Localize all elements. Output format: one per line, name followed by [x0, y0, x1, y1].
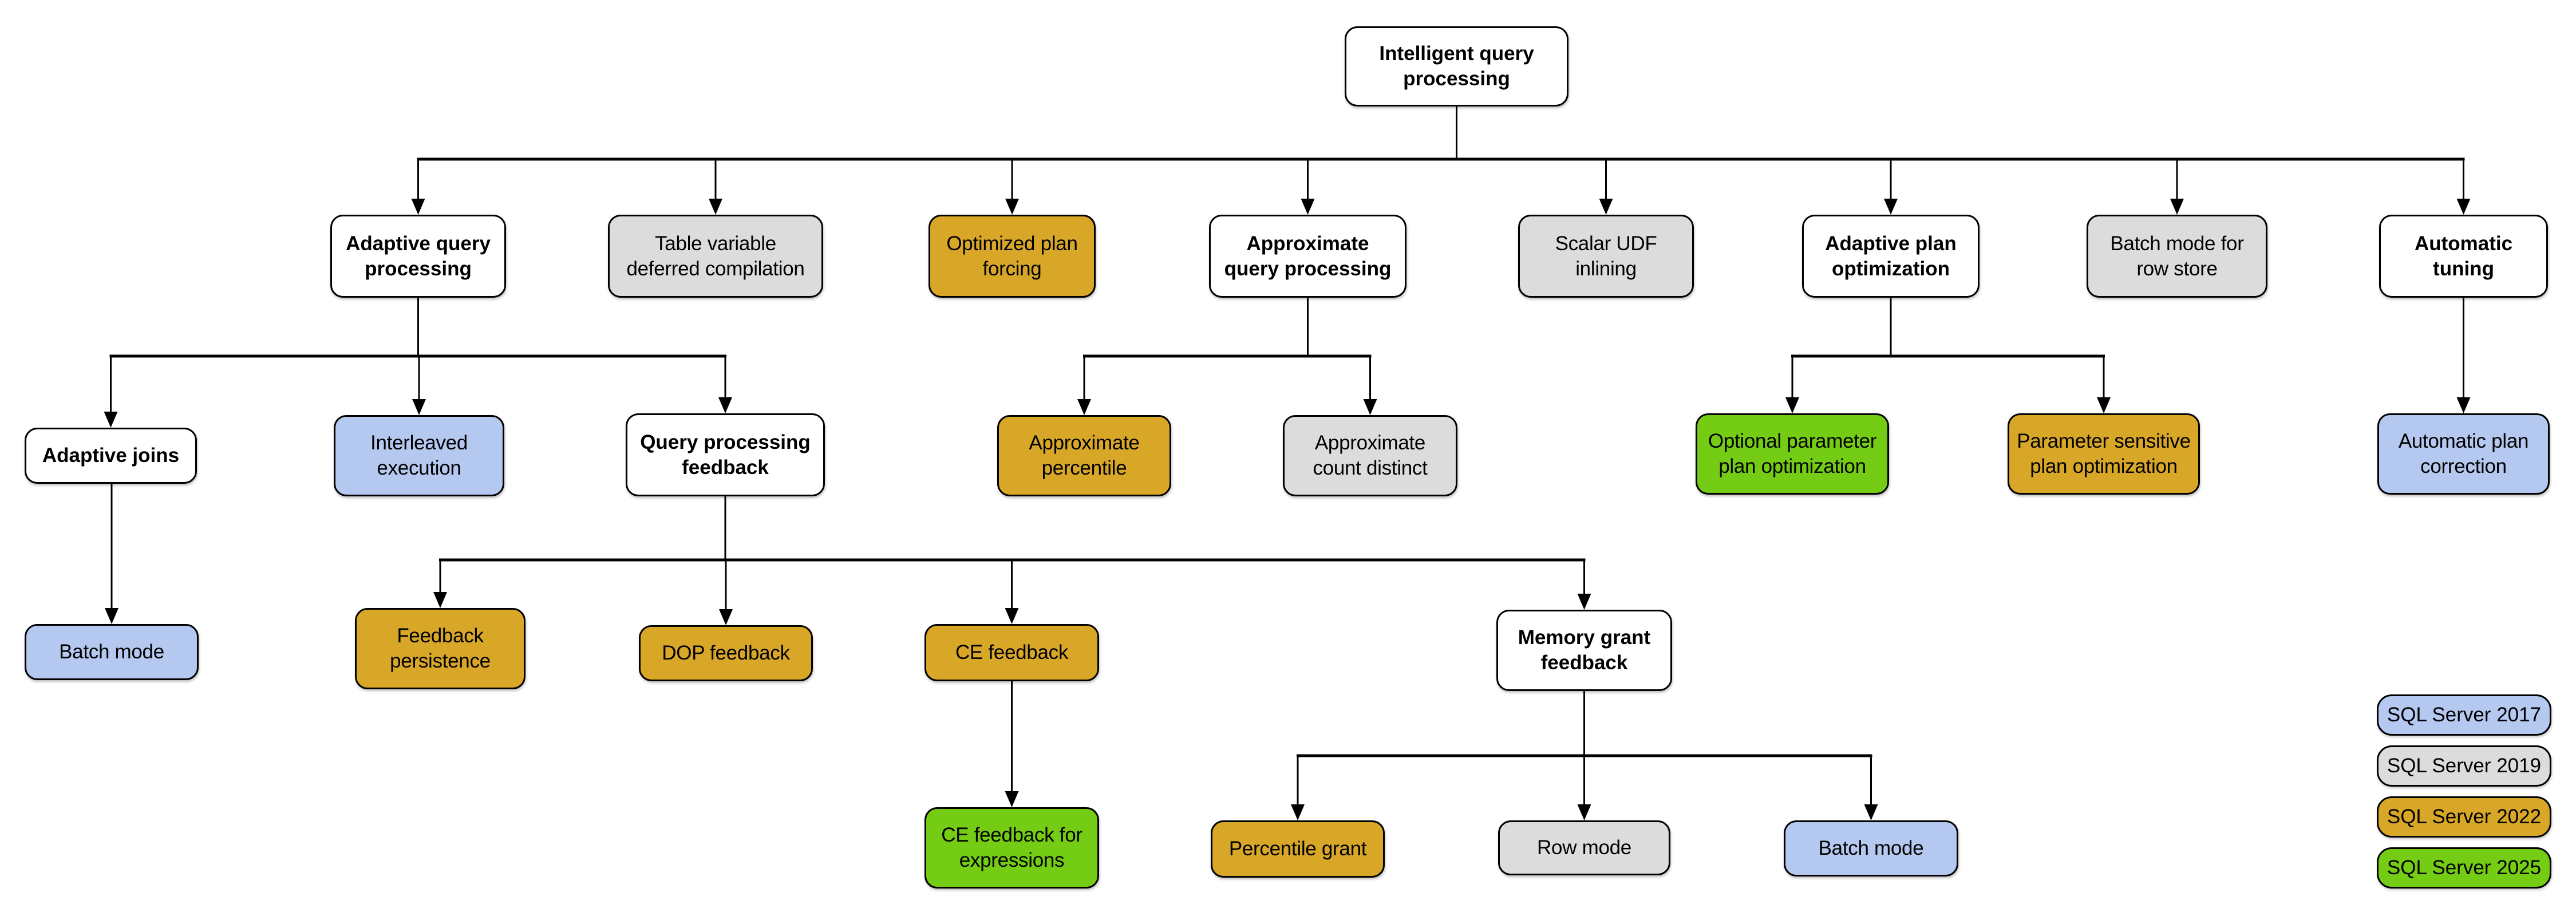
node-query-processing-feedback: Query processing feedback [626, 413, 825, 496]
arrowhead [1005, 199, 1019, 215]
node-batch-mode: Batch mode [25, 624, 199, 680]
legend-item-sql-server-2019: SQL Server 2019 [2377, 745, 2551, 787]
arrowhead [2170, 199, 2184, 215]
node-feedback-persistence: Feedback persistence [355, 608, 526, 689]
arrowhead [1599, 199, 1613, 215]
arrowhead [1785, 397, 1799, 413]
node-batch-mode-for-row-store: Batch mode for row store [2087, 215, 2267, 298]
node-approximate-percentile: Approximate percentile [997, 415, 1171, 496]
node-adaptive-query-processing: Adaptive query processing [330, 215, 506, 298]
node-approximate-query-processing: Approximate query processing [1209, 215, 1406, 298]
arrowhead [718, 397, 732, 413]
node-ce-feedback: CE feedback [924, 624, 1099, 681]
node-dop-feedback: DOP feedback [639, 625, 813, 681]
arrowhead [2097, 397, 2111, 413]
arrowhead [1577, 594, 1591, 610]
arrowhead [1005, 791, 1019, 807]
arrowhead [1291, 804, 1305, 820]
node-parameter-sensitive-plan-optimization: Parameter sensitive plan optimization [2008, 413, 2200, 495]
arrowhead [1577, 804, 1591, 820]
node-interleaved-execution: Interleaved execution [334, 415, 504, 496]
node-percentile-grant: Percentile grant [1211, 820, 1385, 878]
arrowhead [1077, 399, 1091, 415]
node-automatic-plan-correction: Automatic plan correction [2377, 413, 2550, 495]
node-optional-parameter-plan-optimization: Optional parameter plan optimization [1696, 413, 1889, 495]
arrowhead [411, 199, 425, 215]
legend-item-sql-server-2017: SQL Server 2017 [2377, 694, 2551, 736]
node-scalar-udf-inlining: Scalar UDF inlining [1518, 215, 1694, 298]
arrowhead [2456, 397, 2471, 413]
node-row-mode: Row mode [1498, 820, 1670, 875]
node-memory-grant-feedback: Memory grant feedback [1496, 610, 1672, 691]
node-ce-feedback-for-expressions: CE feedback for expressions [924, 807, 1099, 889]
arrowhead [1884, 199, 1898, 215]
arrowhead [1005, 608, 1019, 624]
arrowhead [2456, 199, 2471, 215]
arrowhead [105, 608, 118, 624]
arrowhead [709, 199, 722, 215]
node-optimized-plan-forcing: Optimized plan forcing [929, 215, 1096, 298]
node-adaptive-joins: Adaptive joins [25, 428, 197, 484]
arrowhead [104, 412, 118, 428]
arrowhead [433, 592, 447, 608]
node-intelligent-query-processing: Intelligent query processing [1345, 26, 1568, 106]
node-table-variable-deferred-compilation: Table variable deferred compilation [608, 215, 823, 298]
arrowhead [719, 609, 733, 625]
arrowhead [1864, 804, 1878, 820]
legend-item-sql-server-2022: SQL Server 2022 [2377, 796, 2551, 838]
node-batch-mode: Batch mode [1784, 820, 1958, 876]
arrowhead [1301, 199, 1315, 215]
node-adaptive-plan-optimization: Adaptive plan optimization [1802, 215, 1980, 298]
arrowhead [1363, 399, 1377, 415]
node-automatic-tuning: Automatic tuning [2379, 215, 2548, 298]
node-approximate-count-distinct: Approximate count distinct [1283, 415, 1457, 496]
legend-item-sql-server-2025: SQL Server 2025 [2377, 847, 2551, 889]
arrowhead [412, 399, 426, 415]
